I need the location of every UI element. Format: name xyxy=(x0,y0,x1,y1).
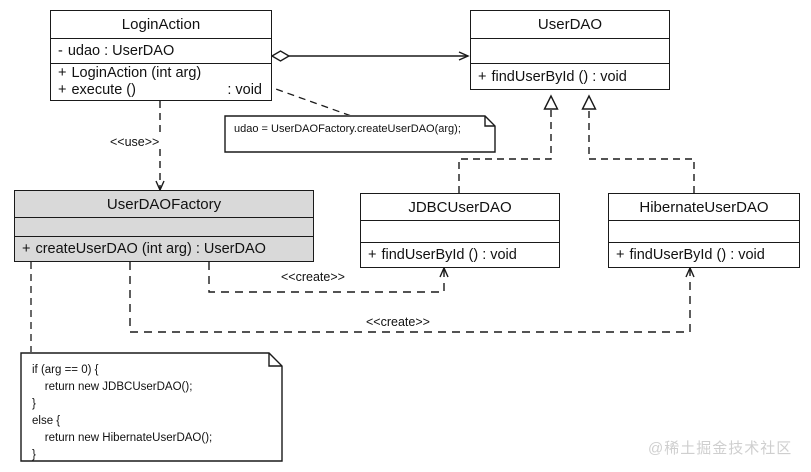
compartment-name-jdbcuserdao: JDBCUserDAO xyxy=(361,194,559,221)
operation-label: findUserById () : void xyxy=(629,247,765,263)
note-shape xyxy=(20,352,283,462)
class-box-jdbcuserdao[interactable]: JDBCUserDAO + findUserById () : void xyxy=(360,193,560,268)
watermark-text: @稀土掘金技术社区 xyxy=(648,440,793,457)
operation-label: findUserById () : void xyxy=(381,247,517,263)
operation-return-type: : void xyxy=(227,82,262,99)
visibility-marker: + xyxy=(22,241,31,257)
class-name-jdbcuserdao: JDBCUserDAO xyxy=(408,198,512,216)
class-box-loginaction[interactable]: LoginAction - udao : UserDAO + LoginActi… xyxy=(50,10,272,101)
class-name-loginaction: LoginAction xyxy=(121,16,201,33)
class-name-hibernateuserdao: HibernateUserDAO xyxy=(639,198,769,216)
class-name-userdao: UserDAO xyxy=(537,16,603,33)
operation-row: + findUserById () : void xyxy=(471,64,669,89)
compartment-operations-userdao: + findUserById () : void xyxy=(471,64,669,89)
operation-label: createUserDAO (int arg) : UserDAO xyxy=(35,241,266,257)
note-code-line: if (arg == 0) { xyxy=(32,364,99,376)
realization-hibernate-userdao xyxy=(581,94,695,193)
stereotype-label-create-jdbc: <<create>> xyxy=(277,270,349,284)
class-box-userdao[interactable]: UserDAO + findUserById () : void xyxy=(470,10,670,90)
visibility-marker: - xyxy=(58,43,63,59)
operation-row: + createUserDAO (int arg) : UserDAO xyxy=(15,237,313,261)
assoc-loginaction-userdao xyxy=(270,50,470,62)
note-code-line: return new JDBCUserDAO(); xyxy=(32,381,193,393)
visibility-marker: + xyxy=(368,247,377,263)
operation-row: + execute () : void xyxy=(51,82,271,100)
compartment-name-loginaction: LoginAction xyxy=(51,11,271,39)
attribute-row: - udao : UserDAO xyxy=(51,39,271,63)
note-assignment[interactable]: udao = UserDAOFactory.createUserDAO(arg)… xyxy=(224,115,496,153)
compartment-operations-jdbcuserdao: + findUserById () : void xyxy=(361,243,559,267)
compartment-name-userdaofactory: UserDAOFactory xyxy=(15,191,313,218)
compartment-name-userdao: UserDAO xyxy=(471,11,669,39)
compartment-attributes-hibernateuserdao xyxy=(609,221,799,243)
visibility-marker: + xyxy=(616,247,625,263)
note-code-line: else { xyxy=(32,415,61,427)
operation-label: findUserById () : void xyxy=(491,68,627,85)
class-name-userdaofactory: UserDAOFactory xyxy=(106,195,222,213)
operation-label: LoginAction (int arg) xyxy=(71,64,202,81)
compartment-attributes-userdao xyxy=(471,39,669,64)
compartment-attributes-loginaction: - udao : UserDAO xyxy=(51,39,271,64)
note-code-line: } xyxy=(32,398,36,410)
attribute-label: udao : UserDAO xyxy=(67,43,175,59)
note-code-line: } xyxy=(32,449,36,461)
compartment-operations-userdaofactory: + createUserDAO (int arg) : UserDAO xyxy=(15,237,313,261)
compartment-name-hibernateuserdao: HibernateUserDAO xyxy=(609,194,799,221)
class-box-userdaofactory[interactable]: UserDAOFactory + createUserDAO (int arg)… xyxy=(14,190,314,262)
stereotype-label-use: <<use>> xyxy=(106,135,164,149)
operation-row: + LoginAction (int arg) xyxy=(51,64,271,82)
visibility-marker: + xyxy=(478,68,487,85)
note-assignment-text: udao = UserDAOFactory.createUserDAO(arg)… xyxy=(234,123,461,135)
operation-row: + findUserById () : void xyxy=(361,243,559,267)
stereotype-label-create-hibernate: <<create>> xyxy=(362,315,434,329)
visibility-marker: + xyxy=(58,82,67,99)
class-box-hibernateuserdao[interactable]: HibernateUserDAO + findUserById () : voi… xyxy=(608,193,800,268)
compartment-operations-hibernateuserdao: + findUserById () : void xyxy=(609,243,799,267)
operation-label: execute () xyxy=(71,82,136,99)
operation-row: + findUserById () : void xyxy=(609,243,799,267)
visibility-marker: + xyxy=(58,64,67,81)
compartment-attributes-userdaofactory xyxy=(15,218,313,237)
compartment-operations-loginaction: + LoginAction (int arg) + execute () : v… xyxy=(51,64,271,99)
compartment-attributes-jdbcuserdao xyxy=(361,221,559,243)
note-factory-code[interactable]: if (arg == 0) { return new JDBCUserDAO()… xyxy=(20,352,283,462)
note-code-line: return new HibernateUserDAO(); xyxy=(32,432,213,444)
